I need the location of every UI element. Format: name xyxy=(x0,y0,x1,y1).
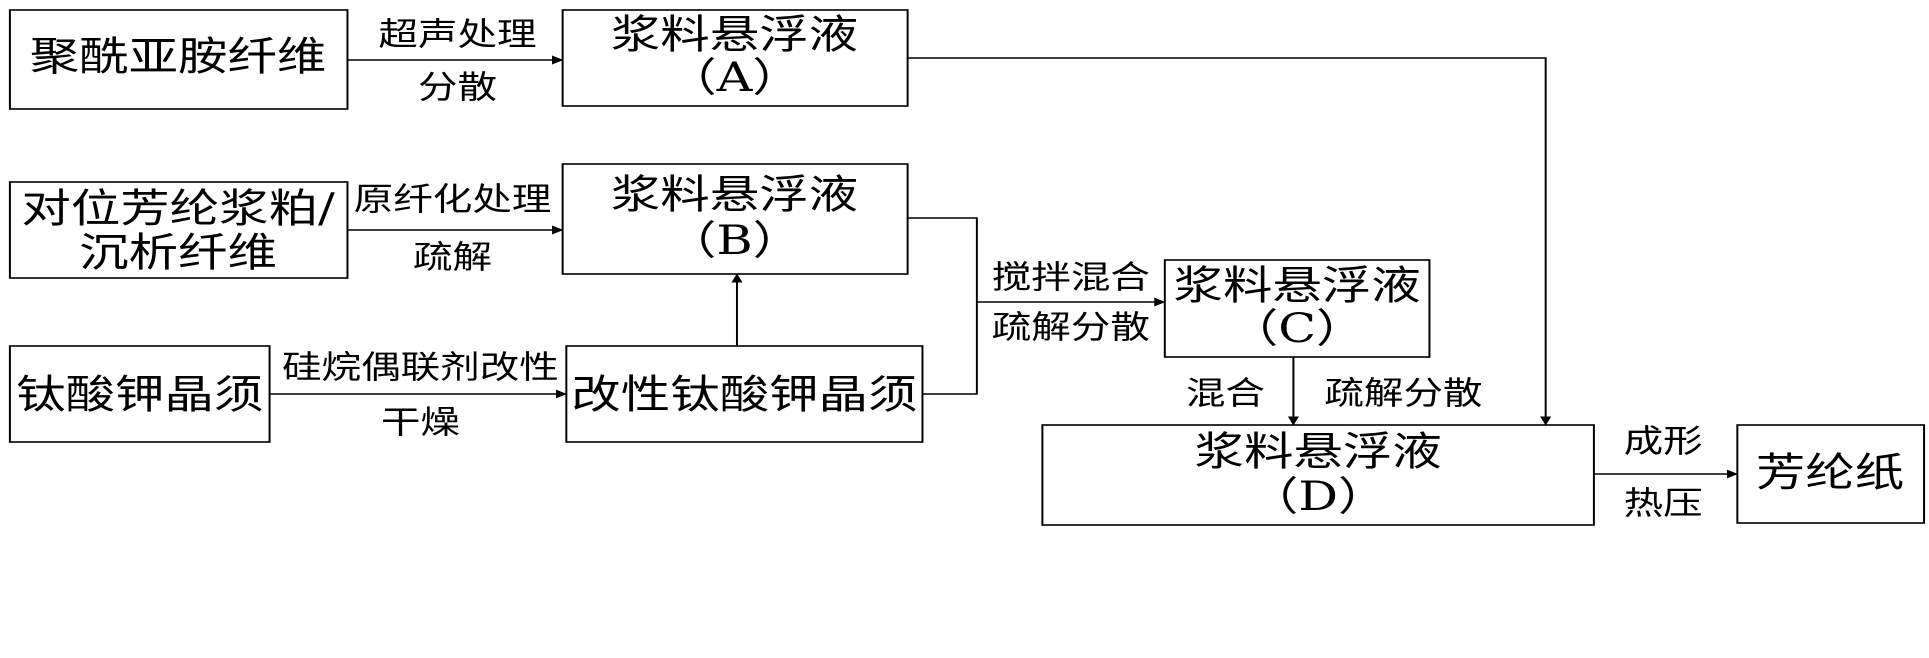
label-fibrillation-treatment: 原纤化处理 xyxy=(354,182,552,218)
slurry-d-sub: （D） xyxy=(1249,473,1388,520)
aramid-paper-label: 芳纶纸 xyxy=(1756,449,1904,496)
label-ultrasonic-treatment: 超声处理 xyxy=(378,17,536,53)
polyimide-fiber-label: 聚酰亚胺纤维 xyxy=(30,33,327,80)
label-silane-modification: 硅烷偶联剂改性 xyxy=(282,350,559,386)
process-flow-diagram: 聚酰亚胺纤维 浆料悬浮液 （A） 对位芳纶浆粕/ 沉析纤维 浆料悬浮液 （B） … xyxy=(0,0,1929,536)
label-drying: 干燥 xyxy=(381,405,460,441)
para-aramid-line2: 沉析纤维 xyxy=(79,229,277,276)
label-mix: 混合 xyxy=(1186,376,1265,412)
slurry-c-label: 浆料悬浮液 xyxy=(1173,262,1420,309)
slurry-b-label: 浆料悬浮液 xyxy=(611,171,858,218)
label-hot-pressing: 热压 xyxy=(1624,486,1703,522)
slurry-a-label: 浆料悬浮液 xyxy=(611,11,858,58)
label-dispersion: 分散 xyxy=(418,70,497,106)
label-forming: 成形 xyxy=(1624,424,1703,460)
slurry-b-sub: （B） xyxy=(667,217,802,264)
modified-titanate-label: 改性钛酸钾晶须 xyxy=(571,371,917,418)
slurry-c-sub: （C） xyxy=(1229,305,1366,352)
arrow-slurry-a-to-slurry-d xyxy=(908,58,1546,425)
label-deflaking: 疏解 xyxy=(413,240,492,276)
slurry-a-sub: （A） xyxy=(667,54,802,101)
label-deflake-disperse-c: 疏解分散 xyxy=(992,310,1150,346)
label-stir-mix: 搅拌混合 xyxy=(992,260,1150,296)
slurry-d-label: 浆料悬浮液 xyxy=(1195,428,1442,475)
potassium-titanate-label: 钛酸钾晶须 xyxy=(16,371,263,418)
para-aramid-line1: 对位芳纶浆粕/ xyxy=(21,185,335,232)
label-deflake-disperse-d: 疏解分散 xyxy=(1324,376,1482,412)
